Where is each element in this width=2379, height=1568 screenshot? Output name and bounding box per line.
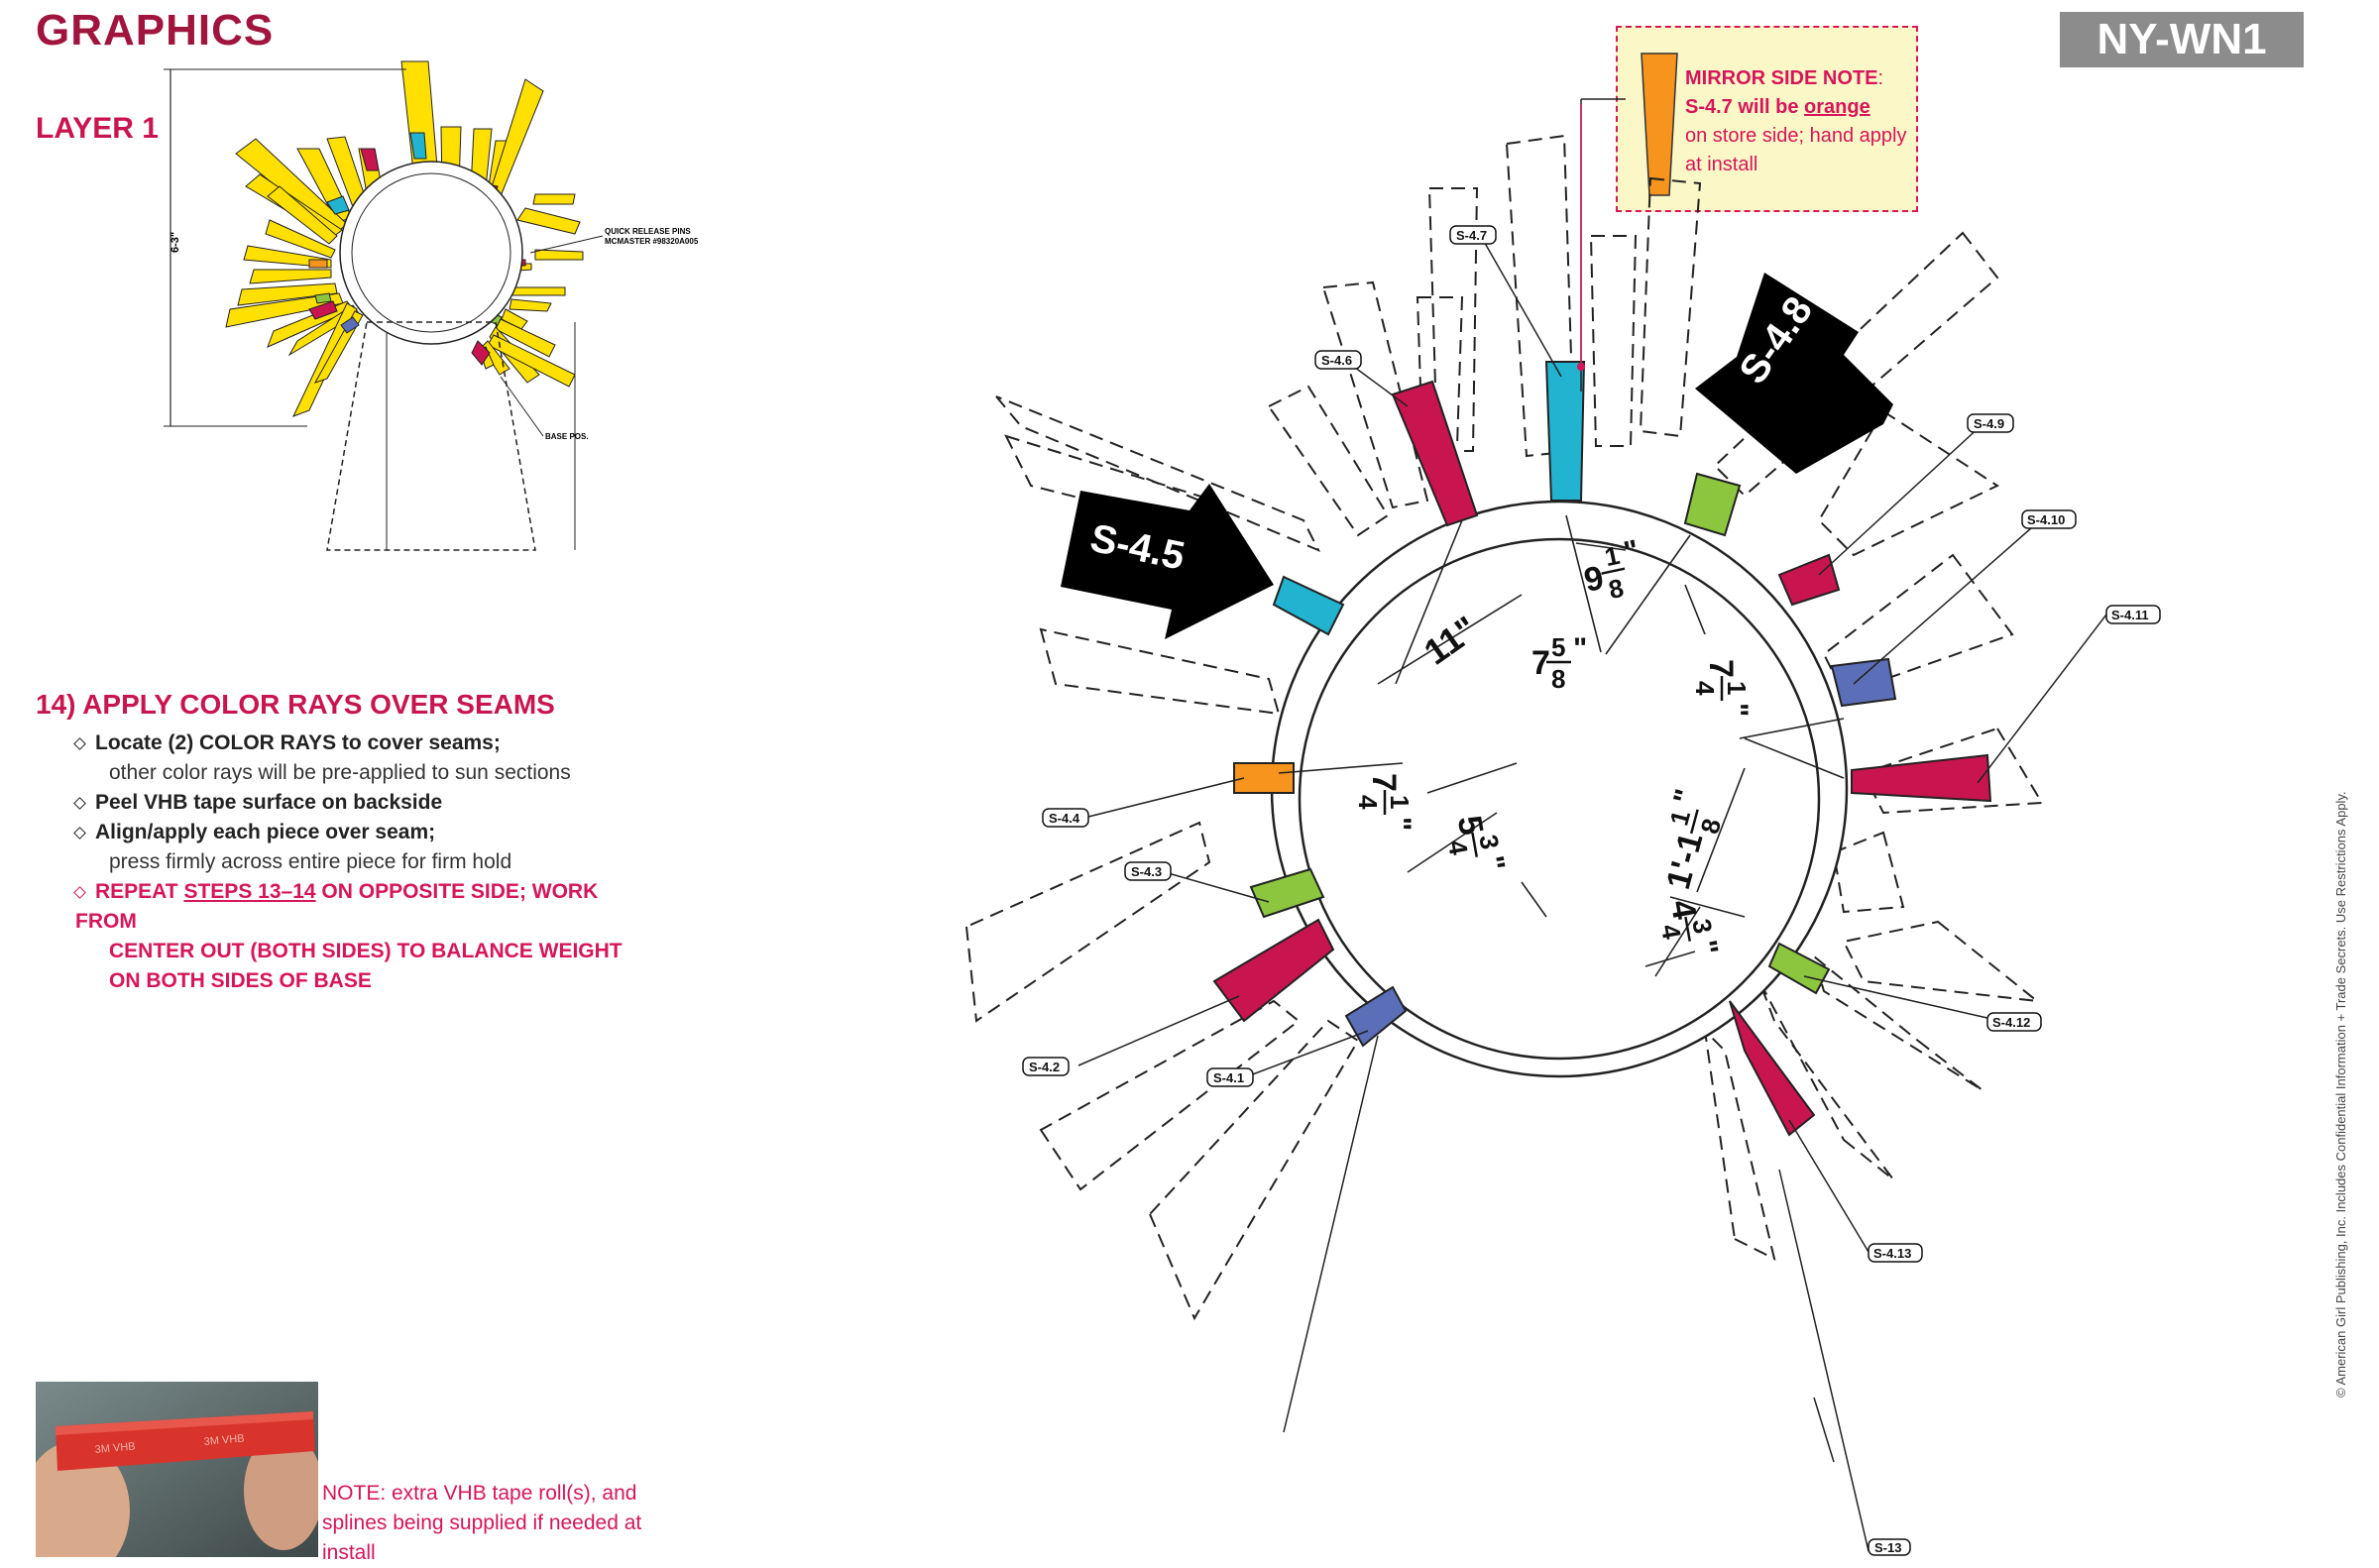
svg-text:4: 4 <box>1690 681 1720 696</box>
arrow-s-4-5: S-4.5 <box>1061 484 1274 639</box>
bullet-4-line-2: CENTER OUT (BOTH SIDES) TO BALANCE WEIGH… <box>109 940 623 962</box>
svg-text:8: 8 <box>1551 664 1565 694</box>
svg-text:7: 7 <box>1531 644 1550 682</box>
ray-s-4-2 <box>1212 918 1335 1023</box>
svg-text:7: 7 <box>1702 659 1740 678</box>
svg-text:": " <box>1384 817 1416 831</box>
svg-text:": " <box>1621 534 1642 569</box>
svg-text:4: 4 <box>1353 795 1383 810</box>
callout-s-4-4: S-4.4 <box>1042 808 1089 828</box>
callout-s-4-13: S-4.13 <box>1868 1243 1923 1263</box>
location-badge: NY-WN1 <box>2060 12 2304 67</box>
svg-text:": " <box>1476 853 1511 873</box>
orange-ray-swatch-icon <box>1641 53 1678 196</box>
svg-text:": " <box>1721 703 1754 717</box>
callout-s-4-1: S-4.1 <box>1206 1067 1254 1087</box>
steps-reference: STEPS 13–14 <box>183 880 316 903</box>
svg-text:S-4.1: S-4.1 <box>1213 1070 1244 1085</box>
svg-text:S-4.2: S-4.2 <box>1029 1060 1060 1074</box>
callout-s-4-7: S-4.7 <box>1449 225 1497 245</box>
svg-text:": " <box>1573 632 1587 665</box>
tape-brand-text: 3M VHB <box>94 1440 136 1456</box>
svg-text:S-13: S-13 <box>1874 1540 1901 1555</box>
bullet-3: Align/apply each piece over seam; <box>36 818 630 847</box>
ray-s-4-7 <box>1544 361 1586 502</box>
svg-text:1: 1 <box>1602 540 1622 572</box>
callout-s-4-9: S-4.9 <box>1967 413 2014 433</box>
dim-7-5-8: 7 5 8 " <box>1531 632 1587 694</box>
svg-text:S-4.3: S-4.3 <box>1131 864 1162 879</box>
svg-text:S-4.13: S-4.13 <box>1873 1246 1911 1261</box>
svg-text:8: 8 <box>1606 573 1626 605</box>
vhb-tape-photo: 3M VHB 3M VHB <box>36 1382 318 1557</box>
callout-s-4-12: S-4.12 <box>1986 1012 2042 1032</box>
ray-s-4-3 <box>1249 867 1325 919</box>
thumbnail-dimension: 6-3" <box>170 232 181 253</box>
ray-s-4-13 <box>1729 1000 1816 1137</box>
bullet-1: Locate (2) COLOR RAYS to cover seams; <box>36 728 630 758</box>
svg-text:S-4.9: S-4.9 <box>1974 416 2004 431</box>
svg-text:5: 5 <box>1551 632 1565 662</box>
svg-text:3: 3 <box>1473 833 1505 851</box>
bullet-4-line-3: ON BOTH SIDES OF BASE <box>109 969 372 992</box>
ray-s-4-1 <box>1344 985 1408 1048</box>
mirror-note-body: on store side; hand apply at install <box>1685 125 1907 175</box>
layer-label: LAYER 1 <box>36 112 159 145</box>
callout-s-13: S-13 <box>1868 1538 1911 1556</box>
ray-s-4-6 <box>1391 380 1479 527</box>
mirror-side-note: MIRROR SIDE NOTE: S-4.7 will be orange o… <box>1616 26 1918 212</box>
ray-s-4-9 <box>1777 553 1841 607</box>
color-word: orange <box>1804 96 1870 118</box>
arrow-s-4-8: S-4.8 <box>1695 273 1893 474</box>
svg-text:7: 7 <box>1365 773 1403 792</box>
page-title: GRAPHICS <box>36 6 275 55</box>
bullet-3-sub: press firmly across entire piece for fir… <box>109 850 512 873</box>
layer1-thumbnail: 6-3" QUICK RELEASE PINS MCMASTER #98320A… <box>164 60 699 551</box>
callout-s-4-10: S-4.10 <box>2021 509 2077 529</box>
svg-text:S-4.11: S-4.11 <box>2111 608 2149 622</box>
ray-s-4-8-green <box>1683 472 1742 537</box>
pins-label: QUICK RELEASE PINS <box>605 227 691 236</box>
pins-part-number: MCMASTER #98320A005 <box>605 237 699 246</box>
bullet-2: Peel VHB tape surface on backside <box>36 788 630 818</box>
ray-s-4-12 <box>1767 942 1831 995</box>
bullet-4: REPEAT STEPS 13–14 ON OPPOSITE SIDE; WOR… <box>73 880 599 933</box>
svg-text:S-4.10: S-4.10 <box>2027 512 2065 527</box>
callout-s-4-2: S-4.2 <box>1022 1057 1070 1076</box>
svg-text:3M VHB: 3M VHB <box>203 1432 245 1448</box>
step-instructions: 14) APPLY COLOR RAYS OVER SEAMS Locate (… <box>36 689 630 996</box>
supply-note: NOTE: extra VHB tape roll(s), and spline… <box>322 1482 642 1564</box>
bullet-1-sub: other color rays will be pre-applied to … <box>109 761 571 784</box>
dim-7-1-4-right: 7 1 4 " <box>1690 659 1754 717</box>
callout-s-4-11: S-4.11 <box>2105 605 2161 624</box>
ray-s-4-5 <box>1272 575 1345 636</box>
callout-s-4-3: S-4.3 <box>1124 861 1172 881</box>
ray-s-4-10 <box>1830 657 1897 708</box>
svg-text:S-4.6: S-4.6 <box>1321 353 1352 368</box>
svg-text:4: 4 <box>1655 922 1687 942</box>
base-position-label: BASE POS. <box>545 432 589 441</box>
mirror-note-title: MIRROR SIDE NOTE <box>1685 67 1878 89</box>
svg-text:S-4.4: S-4.4 <box>1049 811 1080 826</box>
ray-s-4-4 <box>1233 762 1295 794</box>
svg-text:3: 3 <box>1686 917 1718 936</box>
svg-text:1: 1 <box>1722 681 1752 695</box>
ray-s-4-11 <box>1851 753 1992 803</box>
svg-text:4: 4 <box>1442 838 1474 857</box>
step-title: 14) APPLY COLOR RAYS OVER SEAMS <box>36 689 555 720</box>
svg-text:1: 1 <box>1385 795 1415 809</box>
svg-text:S-4.12: S-4.12 <box>1992 1015 2030 1030</box>
svg-text:S-4.7: S-4.7 <box>1456 228 1487 243</box>
svg-text:": " <box>1689 938 1724 957</box>
dim-7-1-4-left: 7 1 4 " <box>1353 773 1416 831</box>
callout-s-4-6: S-4.6 <box>1314 350 1362 370</box>
